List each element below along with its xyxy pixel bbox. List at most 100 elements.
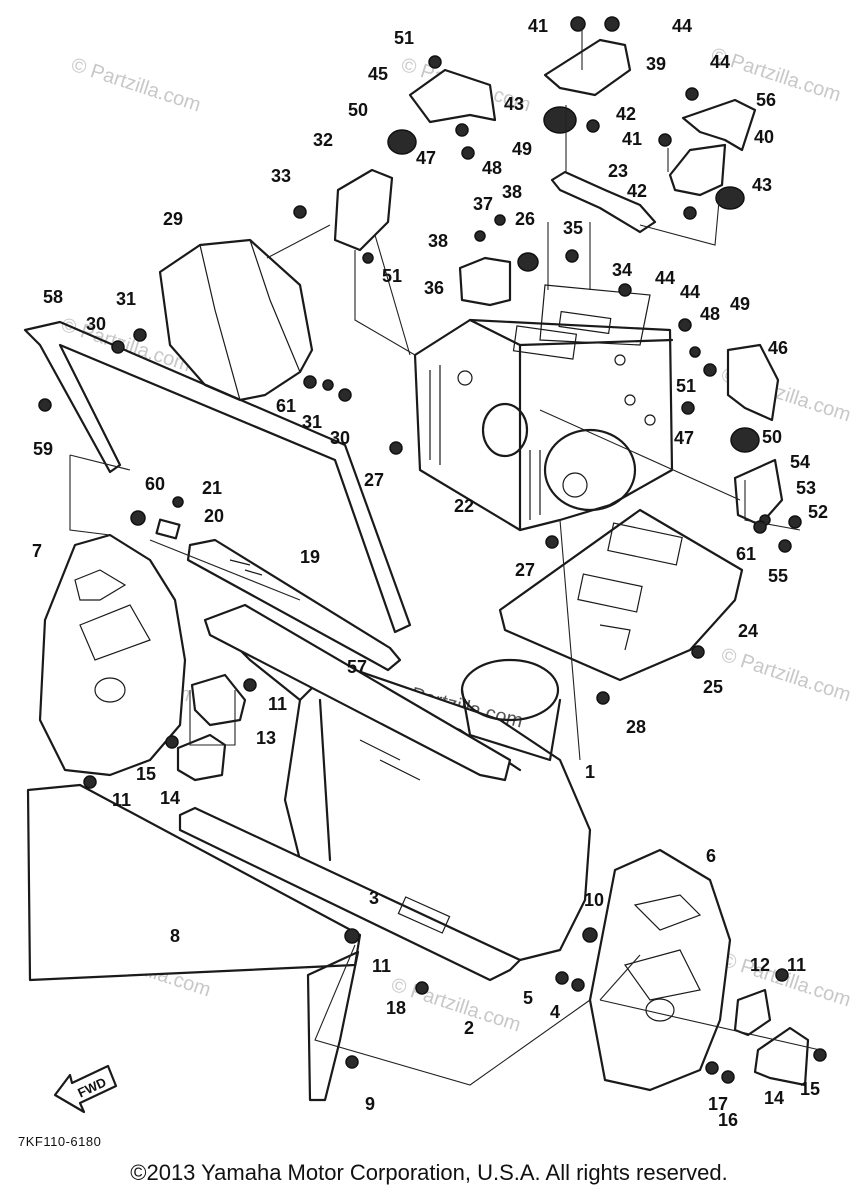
callout-label: 36 — [424, 278, 444, 298]
callout-label: 30 — [330, 428, 350, 448]
callout-label: 15 — [136, 764, 156, 784]
callout-label: 11 — [268, 694, 287, 714]
mount-43-top — [543, 106, 577, 134]
mount-50-top — [387, 129, 417, 155]
callout-label: 59 — [33, 439, 53, 459]
mount-43-right — [715, 186, 745, 210]
callout-label: 27 — [364, 470, 384, 490]
callout-label: 6 — [706, 846, 716, 866]
callout-label: 9 — [365, 1094, 375, 1114]
callout-label: 61 — [276, 396, 296, 416]
callout-label: 16 — [718, 1110, 738, 1130]
side-plate-6 — [588, 848, 732, 1092]
callout-label: 34 — [612, 260, 632, 280]
callout-label: 44 — [655, 268, 675, 288]
side-plate-7 — [38, 533, 187, 777]
bracket-23 — [550, 170, 657, 234]
callout-label: 2 — [464, 1018, 474, 1038]
callout-label: 43 — [504, 94, 524, 114]
callout-label: 41 — [528, 16, 548, 36]
callout-label: 60 — [145, 474, 165, 494]
callout-label: 38 — [428, 231, 448, 251]
fwd-arrow-icon: FWD — [53, 1064, 118, 1114]
callout-label: 5 — [523, 988, 533, 1008]
callout-label: 54 — [790, 452, 810, 472]
callout-label: 23 — [608, 161, 628, 181]
callout-label: 32 — [313, 130, 333, 150]
callout-label: 50 — [348, 100, 368, 120]
callout-label: 42 — [616, 104, 636, 124]
callout-label: 56 — [756, 90, 776, 110]
scraper-slot — [397, 896, 451, 934]
skid-14-left — [176, 733, 227, 782]
callout-label: 58 — [43, 287, 63, 307]
skid-13 — [190, 673, 247, 727]
watermark: © Partzilla.com — [68, 54, 203, 117]
callout-label: 61 — [736, 544, 756, 564]
callout-label: 45 — [368, 64, 388, 84]
shaft-19 — [186, 538, 402, 672]
callouts: 41 44 39 51 45 44 56 50 43 42 47 49 41 4… — [32, 16, 828, 1130]
bracket-54 — [733, 458, 784, 527]
callout-label: 17 — [708, 1094, 728, 1114]
callout-label: 47 — [674, 428, 694, 448]
callout-label: 40 — [754, 127, 774, 147]
bracket-56 — [681, 98, 757, 152]
callout-label: 46 — [768, 338, 788, 358]
skid-plate-8 — [26, 783, 362, 982]
callout-label: 37 — [473, 194, 493, 214]
callout-label: 10 — [584, 890, 604, 910]
scraper-bar-3 — [178, 806, 522, 982]
copyright-notice: ©2013 Yamaha Motor Corporation, U.S.A. A… — [130, 1160, 728, 1185]
callout-label: 3 — [369, 888, 379, 908]
callout-label: 20 — [204, 506, 224, 526]
leader-lines — [69, 23, 821, 1086]
callout-label: 12 — [750, 955, 770, 975]
skid-12 — [733, 988, 772, 1037]
callout-label: 14 — [160, 788, 180, 808]
callout-label: 55 — [768, 566, 788, 586]
callout-label: 8 — [170, 926, 180, 946]
callout-label: 22 — [454, 496, 474, 516]
callout-label: 28 — [626, 717, 646, 737]
cover-plate-57 — [203, 603, 512, 782]
callout-label: 57 — [347, 657, 367, 677]
callout-label: 33 — [271, 166, 291, 186]
rod-58 — [23, 320, 412, 634]
callout-label: 30 — [86, 314, 106, 334]
callout-label: 51 — [382, 266, 402, 286]
callout-label: 4 — [550, 1002, 560, 1022]
bracket-32 — [333, 168, 394, 252]
callout-label: 26 — [515, 209, 535, 229]
callout-label: 47 — [416, 148, 436, 168]
callout-label: 19 — [300, 547, 320, 567]
bracket-39 — [543, 38, 632, 97]
mount-50-right — [730, 427, 760, 453]
callout-label: 18 — [386, 998, 406, 1018]
callout-label: 11 — [112, 790, 131, 810]
bracket-45 — [408, 68, 497, 124]
callout-label: 51 — [676, 376, 696, 396]
callout-label: 21 — [202, 478, 222, 498]
watermark: © Partzilla.com — [718, 644, 853, 707]
engine-frame — [413, 284, 674, 532]
plug-26 — [517, 252, 539, 272]
callout-label: 25 — [703, 677, 723, 697]
callout-label: 48 — [700, 304, 720, 324]
callout-label: 44 — [672, 16, 692, 36]
callout-label: 52 — [808, 502, 828, 522]
collar-20 — [155, 518, 181, 540]
callout-label: 11 — [787, 955, 806, 975]
skid-14-right — [753, 1026, 810, 1087]
callout-label: 51 — [394, 28, 414, 48]
callout-label: 44 — [710, 52, 730, 72]
callout-label: 35 — [563, 218, 583, 238]
fasteners — [38, 16, 827, 1084]
bracket-46 — [726, 343, 780, 422]
callout-label: 48 — [482, 158, 502, 178]
bracket-36 — [458, 256, 512, 307]
callout-label: 31 — [302, 412, 322, 432]
callout-label: 50 — [762, 427, 782, 447]
callout-label: 11 — [372, 956, 391, 976]
